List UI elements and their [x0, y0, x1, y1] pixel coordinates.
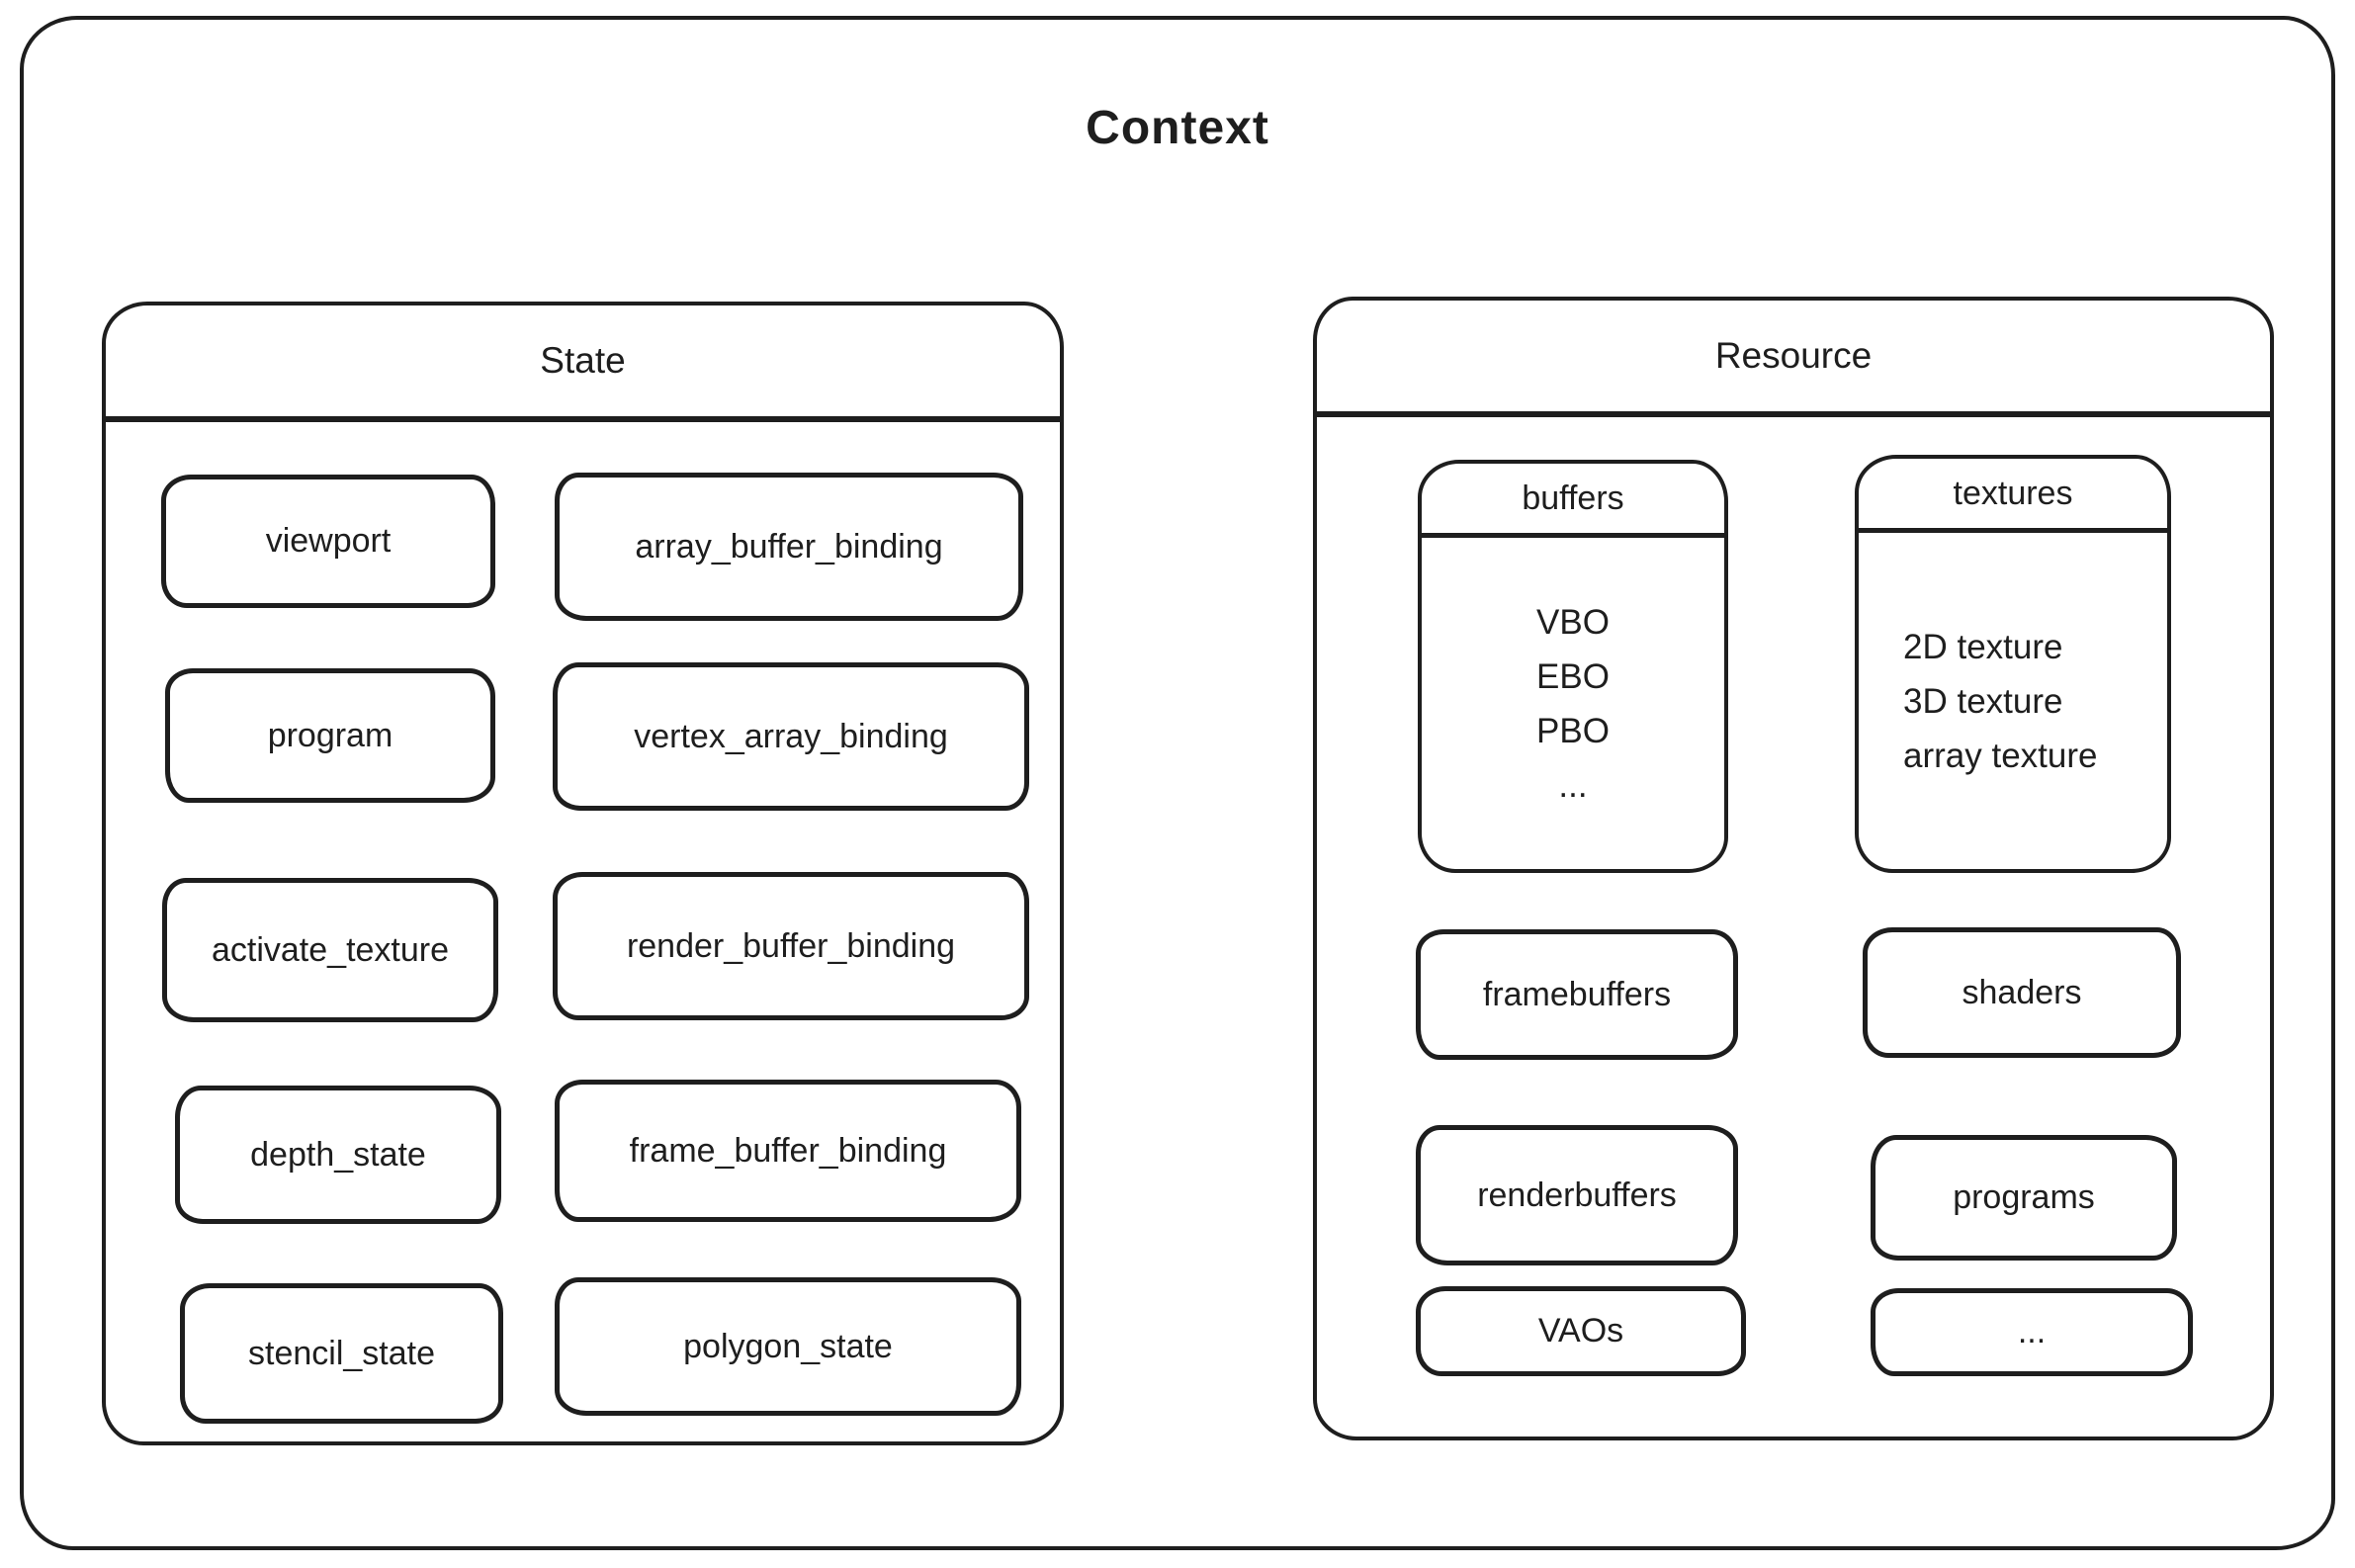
- state-title: State: [540, 340, 626, 381]
- state-item-polygon-state: polygon_state: [555, 1277, 1021, 1416]
- state-panel: State viewport array_buffer_binding prog…: [102, 302, 1064, 1445]
- state-item-array-buffer-binding: array_buffer_binding: [555, 473, 1023, 621]
- context-title: Context: [1086, 102, 1269, 154]
- state-header: State: [106, 305, 1060, 422]
- resource-item-shaders: shaders: [1863, 927, 2181, 1058]
- resource-panel: Resource buffers VBO EBO PBO ... texture…: [1313, 297, 2274, 1440]
- textures-item: 2D texture: [1903, 627, 2063, 666]
- resource-item-more: ...: [1871, 1288, 2193, 1376]
- buffers-box: buffers VBO EBO PBO ...: [1418, 460, 1728, 873]
- resource-item-programs: programs: [1871, 1135, 2177, 1261]
- state-item-program: program: [165, 668, 495, 803]
- textures-title: textures: [1859, 459, 2167, 533]
- buffers-item: VBO: [1536, 602, 1610, 642]
- resource-header: Resource: [1317, 301, 2270, 417]
- state-item-render-buffer-binding: render_buffer_binding: [553, 872, 1029, 1020]
- textures-item: 3D texture: [1903, 681, 2063, 721]
- buffers-list: VBO EBO PBO ...: [1422, 538, 1724, 869]
- context-box: Context State viewport array_buffer_bind…: [20, 16, 2335, 1550]
- state-item-depth-state: depth_state: [175, 1086, 501, 1224]
- state-item-frame-buffer-binding: frame_buffer_binding: [555, 1080, 1021, 1222]
- resource-title: Resource: [1714, 335, 1873, 376]
- buffers-item: ...: [1558, 765, 1588, 805]
- buffers-item: EBO: [1536, 656, 1610, 696]
- resource-item-renderbuffers: renderbuffers: [1416, 1125, 1738, 1265]
- resource-item-vaos: VAOs: [1416, 1286, 1746, 1376]
- state-item-viewport: viewport: [161, 475, 495, 608]
- buffers-item: PBO: [1536, 711, 1610, 750]
- textures-list: 2D texture 3D texture array texture: [1859, 533, 2167, 869]
- textures-item: array texture: [1903, 736, 2098, 775]
- resource-item-framebuffers: framebuffers: [1416, 929, 1738, 1060]
- state-item-vertex-array-binding: vertex_array_binding: [553, 662, 1029, 811]
- textures-box: textures 2D texture 3D texture array tex…: [1855, 455, 2171, 873]
- state-item-activate-texture: activate_texture: [162, 878, 498, 1022]
- buffers-title: buffers: [1422, 464, 1724, 538]
- state-item-stencil-state: stencil_state: [180, 1283, 503, 1424]
